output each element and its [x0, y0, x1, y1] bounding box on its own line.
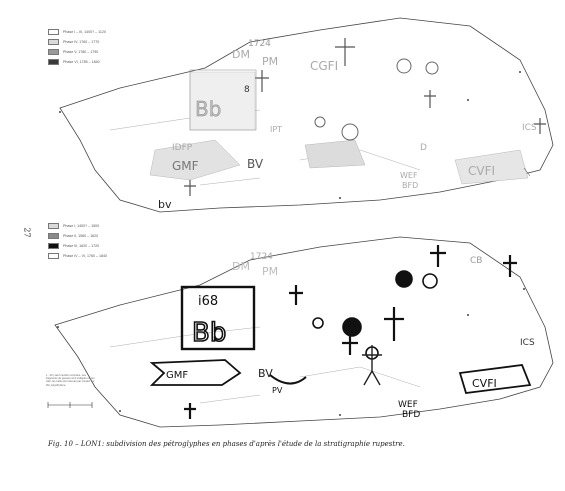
- bottom-rock-outline: [54, 236, 554, 428]
- bottom-legend-row-4: Phase IV – VI, 1760 – 1840: [48, 252, 107, 260]
- curve-mark: [269, 374, 307, 385]
- engraving-1724: 1724: [248, 39, 271, 49]
- top-legend: Phase I – III, 1400? – 1120 Phase IV, 17…: [48, 28, 106, 68]
- banner-GMF: [149, 359, 242, 386]
- top-rock-outline: [59, 17, 554, 213]
- engraving-D: D: [420, 143, 427, 153]
- engraving-CGFI: CGFI: [310, 59, 338, 73]
- engraving-bv: bv: [158, 198, 172, 211]
- bottom-legend-row-2: Phase II, 1560 – 1620: [48, 232, 107, 240]
- top-legend-row-3: Phase V, 1780 – 1790: [48, 48, 106, 56]
- engraving-ICS: ICS: [520, 338, 535, 348]
- legend-label: Phase I – III, 1400? – 1120: [63, 30, 106, 34]
- circle-symbols: [314, 58, 439, 141]
- crack-line: [109, 326, 421, 404]
- legend-swatch: [48, 253, 59, 259]
- north-arrow: [523, 167, 531, 177]
- legend-label: Phase IV – VI, 1760 – 1840: [63, 254, 107, 258]
- top-legend-row-1: Phase I – III, 1400? – 1120: [48, 28, 106, 36]
- engraving-BFD: BFD: [402, 410, 420, 420]
- legend-label: Phase III, 1620 – 1720: [63, 244, 100, 248]
- top-legend-row-2: Phase IV, 1760 – 1770: [48, 38, 106, 46]
- engraving-BV: BV: [258, 367, 273, 380]
- engraving-CVFI: CVFI: [468, 164, 495, 178]
- top-rock-drawing: DM PM 1724 8 Bb IDFP GMF BV bv IPT CGFI …: [59, 17, 554, 213]
- engraving-i68: i68: [198, 294, 218, 309]
- legend-swatch: [48, 49, 59, 55]
- engraving-WEF: WEF: [398, 400, 418, 410]
- grey-patch: [149, 139, 241, 181]
- circle-symbols: [312, 270, 438, 360]
- frame-Bb: [180, 285, 256, 351]
- cross-symbols: [184, 245, 517, 419]
- scale-bar: [47, 402, 93, 408]
- engraving-IDFP: IDFP: [172, 143, 193, 153]
- engraving-WEF: WEF: [400, 171, 418, 180]
- top-legend-row-4: Phase VI, 1785 – 1840: [48, 58, 106, 66]
- engraving-DM: DM: [232, 48, 250, 61]
- legend-label: Phase II, 1560 – 1620: [63, 234, 99, 238]
- engraving-CB: CB: [470, 256, 482, 266]
- engraving-PM: PM: [262, 55, 278, 68]
- legend-swatch: [48, 223, 59, 229]
- engraving-BV: BV: [247, 157, 264, 171]
- engraving-IPT: IPT: [270, 125, 282, 134]
- legend-label: Phase VI, 1785 – 1840: [63, 60, 100, 64]
- engraving-1724: 1724: [250, 252, 273, 262]
- legend-label: Phase IV, 1760 – 1770: [63, 40, 100, 44]
- engraving-BFD: BFD: [402, 181, 418, 190]
- engraving-PM: PM: [262, 265, 278, 278]
- bottom-legend-row-1: Phase I, 1400? – 1500: [48, 222, 107, 230]
- legend-label: Phase I, 1400? – 1500: [63, 224, 100, 228]
- survey-marks: [59, 71, 521, 199]
- engraving-CVFI: CVFI: [472, 377, 497, 390]
- engraving-8: 8: [244, 85, 250, 95]
- bottom-legend: Phase I, 1400? – 1500 Phase II, 1560 – 1…: [48, 222, 107, 262]
- engraving-Bb: Bb: [195, 97, 221, 121]
- scale-note: 1 : 20 | sauf mention contraire. Les fra…: [46, 374, 95, 387]
- legend-swatch: [48, 39, 59, 45]
- legend-label: Phase V, 1780 – 1790: [63, 50, 99, 54]
- legend-swatch: [48, 233, 59, 239]
- survey-marks: [57, 288, 525, 416]
- legend-swatch: [48, 243, 59, 249]
- bottom-rock-drawing: i68 Bb DM PM 1724 GMF BV CVFI WEF BFD IC…: [47, 236, 554, 428]
- human-figure: [362, 345, 382, 386]
- engraving-Bb: Bb: [192, 318, 226, 348]
- engraving-GMF: GMF: [166, 370, 188, 381]
- banner-CVFI: [458, 364, 532, 394]
- engraving-DM: DM: [232, 260, 250, 273]
- grey-patch: [454, 149, 529, 185]
- grey-patch: [304, 139, 366, 169]
- figure-caption: Fig. 10 – LON1: subdivision des pétrogly…: [48, 440, 405, 448]
- engraving-ICS: ICS: [522, 123, 537, 133]
- engraving-PV: PV: [272, 386, 283, 395]
- frame-Bb: [189, 69, 257, 131]
- cross-symbols: [184, 38, 546, 196]
- bottom-legend-row-3: Phase III, 1620 – 1720: [48, 242, 107, 250]
- legend-swatch: [48, 29, 59, 35]
- engraving-GMF: GMF: [172, 159, 199, 173]
- legend-swatch: [48, 59, 59, 65]
